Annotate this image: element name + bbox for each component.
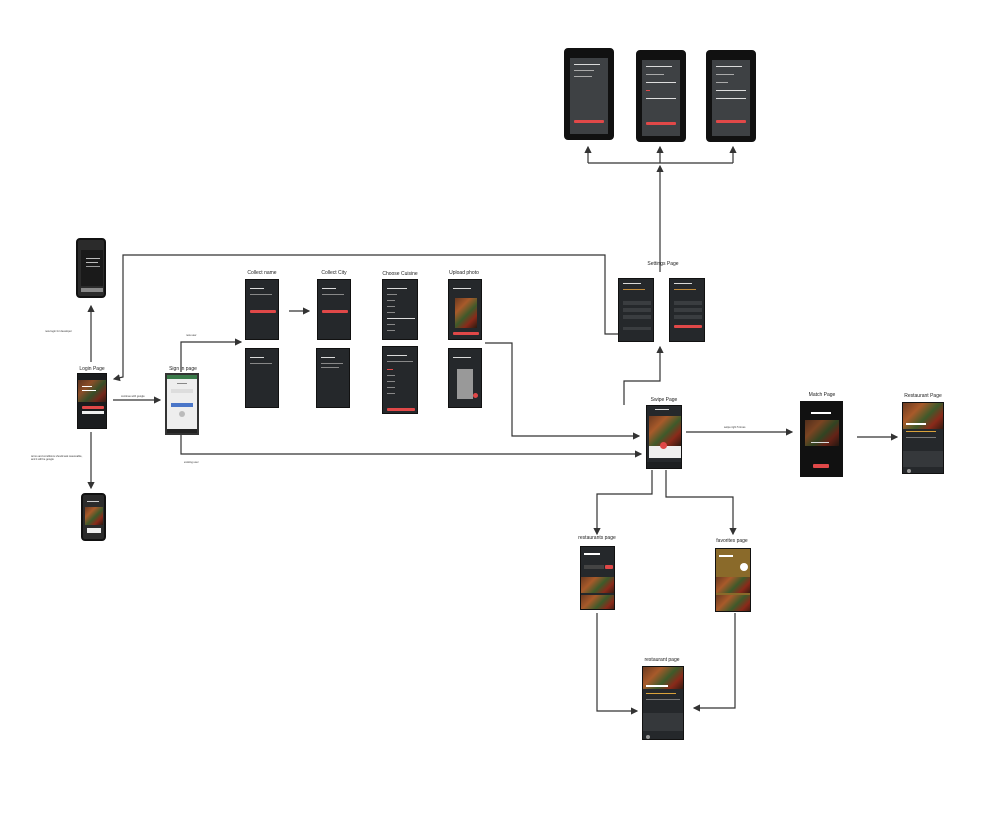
label-collect-city: Collect City: [321, 270, 347, 276]
label-swipe-page: Swipe Page: [650, 397, 678, 403]
favorites-page-screen: [715, 548, 751, 612]
label-sign-in-page: Sign in page: [169, 366, 197, 372]
settings-page-screen-2: [669, 278, 705, 342]
note-new-login-developer: new login for developer: [45, 330, 72, 333]
label-choose-cuisine: Choose Cuisine: [382, 271, 418, 277]
note-continue-with-google: continue with google: [121, 395, 145, 398]
choose-cuisine-screen-2: [382, 346, 418, 414]
note-terms-conditions: terms and conditions should ask reasonab…: [31, 455, 83, 461]
note-new-user: new user: [186, 334, 197, 337]
label-match-page: Match Page: [808, 392, 836, 398]
sign-in-page-screen: [165, 373, 199, 435]
note-existing-user: existing user: [184, 461, 199, 464]
label-restaurant-page-top: Restaurant Page: [904, 393, 942, 399]
label-upload-photo: Upload photo: [449, 270, 479, 276]
arrow-swipe-to-settings: [623, 345, 664, 405]
restaurant-page-screen-bottom: [642, 666, 684, 740]
arrow-restaurants-to-restaurant: [596, 613, 639, 715]
developer-login-phone: [76, 238, 106, 298]
label-restaurant-page-bottom: restaurant page: [644, 657, 680, 663]
collect-city-screen-1: [317, 279, 351, 340]
arrow-signin-new-user: [180, 338, 243, 372]
label-collect-name: Collect name: [247, 270, 277, 276]
terms-phone: [81, 493, 106, 541]
swipe-page-screen: [646, 405, 682, 469]
note-swipe-right: swipe right 5 times: [724, 426, 746, 429]
arrow-settings-to-login: [112, 254, 618, 382]
arrow-swipe-to-favorites: [665, 470, 737, 536]
settings-sub-screen-3: [706, 50, 756, 142]
restaurants-page-screen: [580, 546, 615, 610]
collect-name-screen-1: [245, 279, 279, 340]
upload-photo-screen-2: [448, 348, 482, 408]
arrow-photo-to-swipe: [485, 342, 641, 440]
restaurant-page-screen-top: [902, 402, 944, 474]
upload-photo-screen-1: [448, 279, 482, 340]
choose-cuisine-screen-1: [382, 279, 418, 340]
settings-sub-screen-1: [564, 48, 614, 140]
label-favorites-page: favorites page: [716, 538, 748, 544]
label-login-page: Login Page: [79, 366, 105, 372]
login-page-screen: [77, 373, 107, 429]
arrow-swipe-to-restaurants: [593, 470, 653, 536]
arrow-signin-existing-user: [180, 434, 643, 458]
label-restaurants-page: restaurants page: [578, 535, 616, 541]
settings-page-screen-1: [618, 278, 654, 342]
settings-sub-screen-2: [636, 50, 686, 142]
collect-name-screen-2: [245, 348, 279, 408]
label-settings-page: Settings Page: [647, 261, 679, 267]
arrow-favorites-to-restaurant: [692, 613, 736, 712]
collect-city-screen-2: [316, 348, 350, 408]
match-page-screen: [800, 401, 843, 477]
